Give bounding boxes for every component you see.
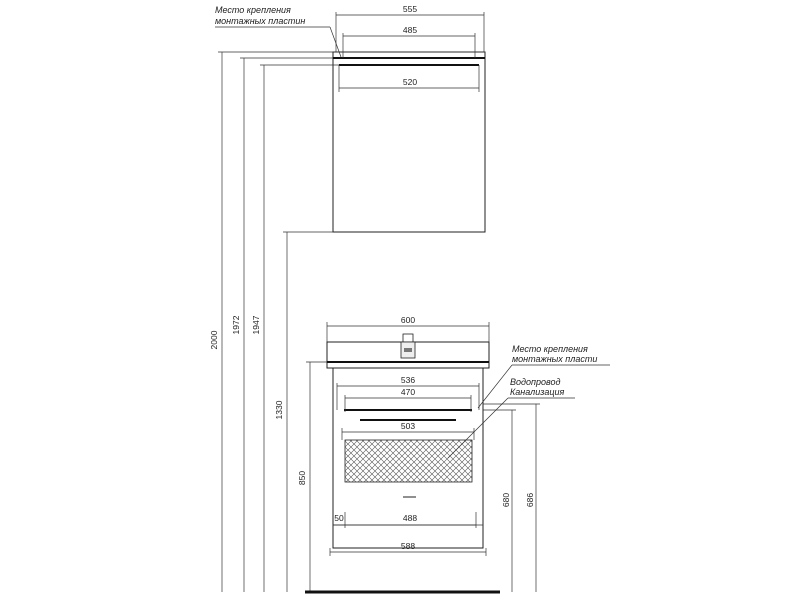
service-area-hatch [344, 439, 473, 483]
mirror-cabinet [332, 51, 486, 233]
note-sewage: Канализация [510, 387, 564, 397]
dim-label-555: 555 [403, 4, 417, 14]
dim-mirror-width: 555 [335, 4, 485, 52]
dim-height-850: 850 [297, 361, 330, 592]
dim-label-588: 588 [401, 541, 415, 551]
dim-cabinet-470: 470 [344, 387, 472, 412]
dim-label-600: 600 [401, 315, 415, 325]
dim-height-2000: 2000 [209, 51, 333, 592]
dim-label-850: 850 [297, 471, 307, 485]
dim-label-488: 488 [403, 513, 417, 523]
note-mirror-mount-line2: монтажных пластин [215, 16, 305, 26]
dim-drawer-503: 503 [341, 421, 475, 440]
dim-height-686: 686 [483, 403, 540, 592]
dim-label-2000: 2000 [209, 330, 219, 349]
note-water-supply: Водопровод [510, 377, 560, 387]
note-mirror-mount-line1: Место крепления [215, 5, 291, 15]
dim-label-680: 680 [501, 493, 511, 507]
dim-plinth-488: 488 50 [333, 512, 477, 528]
dim-cabinet-536: 536 [336, 375, 480, 410]
dim-label-536: 536 [401, 375, 415, 385]
dim-height-1330: 1330 [274, 231, 333, 592]
dim-label-503: 503 [401, 421, 415, 431]
dim-label-520: 520 [403, 77, 417, 87]
dim-label-1972: 1972 [231, 315, 241, 334]
dim-height-1972: 1972 [231, 57, 333, 592]
dim-mirror-mount: 485 [342, 25, 476, 58]
faucet-icon [400, 333, 416, 359]
cabinet-body [332, 367, 484, 549]
note-cabinet-mount: Место крепления монтажных пласти [477, 344, 610, 409]
note-utilities: Водопровод Канализация [447, 377, 575, 459]
dim-label-470: 470 [401, 387, 415, 397]
dim-height-1947: 1947 [251, 64, 339, 592]
dim-label-1947: 1947 [251, 315, 261, 334]
dim-label-50: 50 [334, 513, 344, 523]
vanity-unit [326, 333, 490, 549]
dim-cabinet-588: 588 [329, 541, 487, 556]
dim-label-1330: 1330 [274, 400, 284, 419]
note-cabinet-mount-line1: Место крепления [512, 344, 588, 354]
dim-label-485: 485 [403, 25, 417, 35]
dim-label-686: 686 [525, 493, 535, 507]
dim-basin-width: 600 [326, 315, 490, 342]
note-cabinet-mount-line2: монтажных пласти [512, 354, 597, 364]
dim-mirror-inner: 520 [338, 65, 480, 92]
dim-height-680: 680 [483, 409, 516, 592]
note-mirror-mount: Место крепления монтажных пластин [215, 5, 342, 58]
